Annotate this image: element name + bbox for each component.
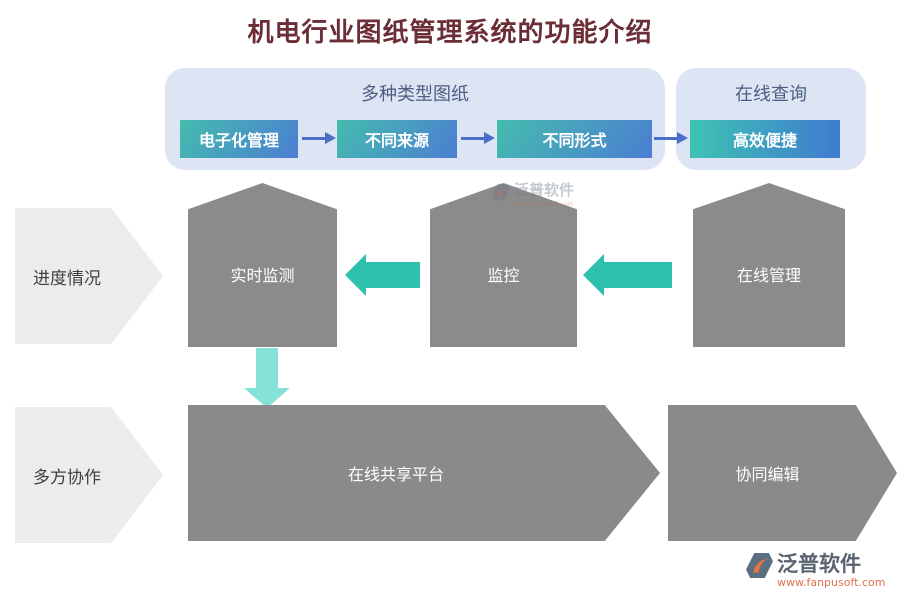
- logo-url: www.fanpusoft.com: [777, 576, 886, 590]
- efficient-convenient-button: 高效便捷: [690, 120, 840, 158]
- progress-status-tag: 进度情况: [15, 208, 163, 344]
- logo-name: 泛普软件: [777, 551, 861, 576]
- different-forms-button: 不同形式: [497, 120, 652, 158]
- left-arrow-icon: [345, 254, 420, 296]
- right-arrow-icon: [461, 132, 495, 144]
- collaborative-editing-arrow: 协同编辑: [668, 405, 897, 541]
- multi-party-collaboration-tag: 多方协作: [15, 407, 163, 543]
- different-sources-button: 不同来源: [337, 120, 457, 158]
- monitoring-node: 监控: [430, 183, 577, 347]
- online-management-node: 在线管理: [693, 183, 845, 347]
- right-arrow-icon: [654, 132, 688, 144]
- fanpu-logo: 泛普软件 www.fanpusoft.com: [746, 552, 885, 589]
- page-title: 机电行业图纸管理系统的功能介绍: [247, 18, 653, 48]
- down-arrow-head-icon: [244, 388, 290, 408]
- realtime-monitoring-node: 实时监测: [188, 183, 337, 347]
- online-query-panel-label: 在线查询: [735, 84, 807, 105]
- right-arrow-icon: [302, 132, 336, 144]
- down-arrow-icon: [256, 348, 278, 389]
- electronic-management-button: 电子化管理: [180, 120, 298, 158]
- fanpu-logo-icon: [746, 553, 773, 578]
- drawing-types-panel-label: 多种类型图纸: [361, 84, 469, 105]
- online-sharing-platform-arrow: 在线共享平台: [188, 405, 660, 541]
- left-arrow-icon: [583, 254, 672, 296]
